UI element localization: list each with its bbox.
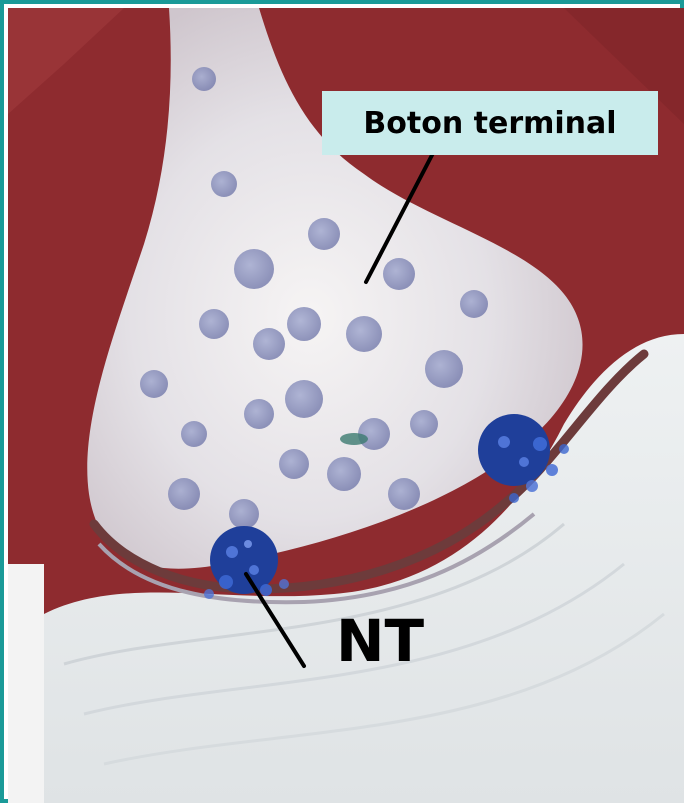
- lower-margin: [8, 564, 44, 803]
- terminal-callout: Boton terminal: [322, 91, 658, 155]
- nt-label: NT: [336, 612, 424, 670]
- terminal-label: Boton terminal: [363, 106, 616, 141]
